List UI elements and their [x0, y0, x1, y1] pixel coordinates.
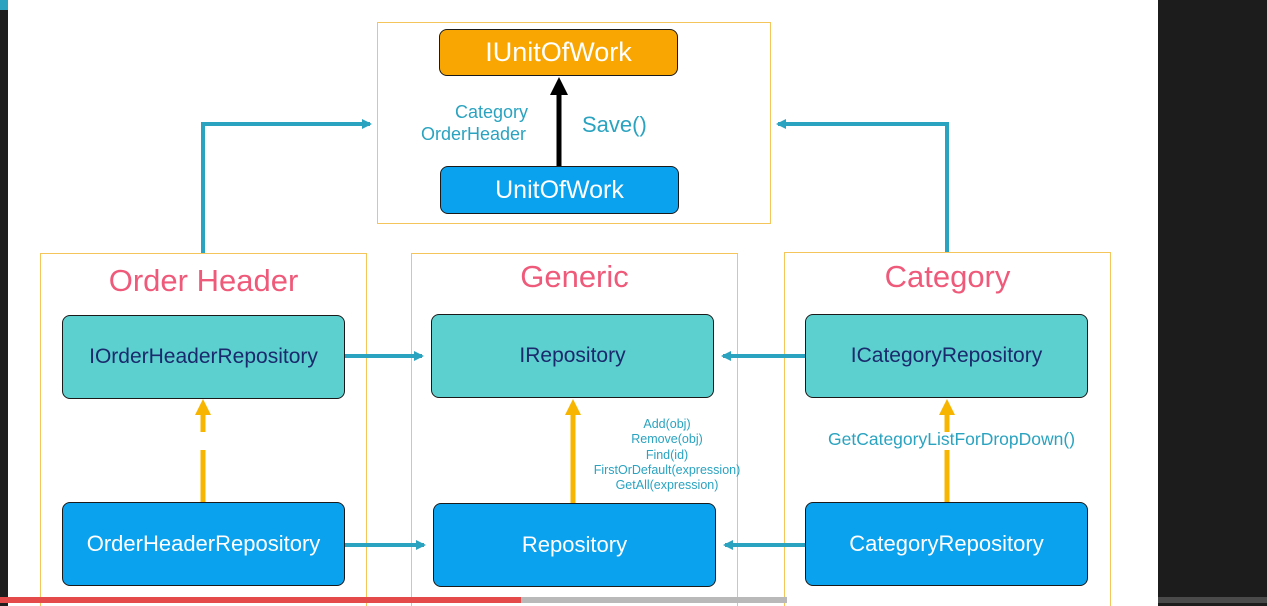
generic-heading: Generic: [520, 259, 629, 294]
method-find: Find(id): [645, 447, 689, 462]
method-getall: GetAll(expression): [615, 478, 719, 493]
category-heading: Category: [884, 259, 1011, 294]
category-method-note: GetCategoryListForDropDown(): [828, 429, 1076, 449]
method-remove: Remove(obj): [631, 432, 703, 447]
repository-box: Repository: [433, 503, 716, 587]
order-header-frame: [40, 253, 367, 606]
category-to-unitofwork-arrow: [776, 119, 949, 252]
video-progress-fill[interactable]: [0, 597, 521, 603]
orderheaderrepository-box: OrderHeaderRepository: [62, 502, 345, 586]
method-firstordefault: FirstOrDefault(expression): [593, 462, 741, 477]
generic-frame: [411, 253, 738, 606]
unitofwork-box: UnitOfWork: [440, 166, 679, 214]
order-header-heading: Order Header: [108, 263, 299, 298]
unitofwork-property-category: Category: [455, 102, 529, 122]
icategoryrepository-box: ICategoryRepository: [805, 314, 1088, 398]
connector-lines: [195, 77, 955, 550]
categoryrepository-box: CategoryRepository: [805, 502, 1088, 586]
unitofwork-property-orderheader: OrderHeader: [421, 124, 527, 144]
method-add: Add(obj): [643, 417, 691, 431]
order-header-to-unitofwork-arrow: [201, 119, 372, 253]
generic-methods-list: Add(obj) Remove(obj) Find(id) FirstOrDef…: [582, 417, 752, 493]
irepository-box: IRepository: [431, 314, 714, 398]
player-side-panel: [1158, 0, 1267, 606]
diagram-slide: IUnitOfWork UnitOfWork Category OrderHea…: [8, 0, 1158, 606]
category-frame: [784, 252, 1111, 606]
video-progress-track-right: [1158, 597, 1267, 603]
unitofwork-save-method: Save(): [582, 112, 647, 137]
unit-of-work-frame: [377, 22, 771, 224]
iorderheaderrepository-box: IOrderHeaderRepository: [62, 315, 345, 399]
iunitofwork-box: IUnitOfWork: [439, 29, 678, 76]
